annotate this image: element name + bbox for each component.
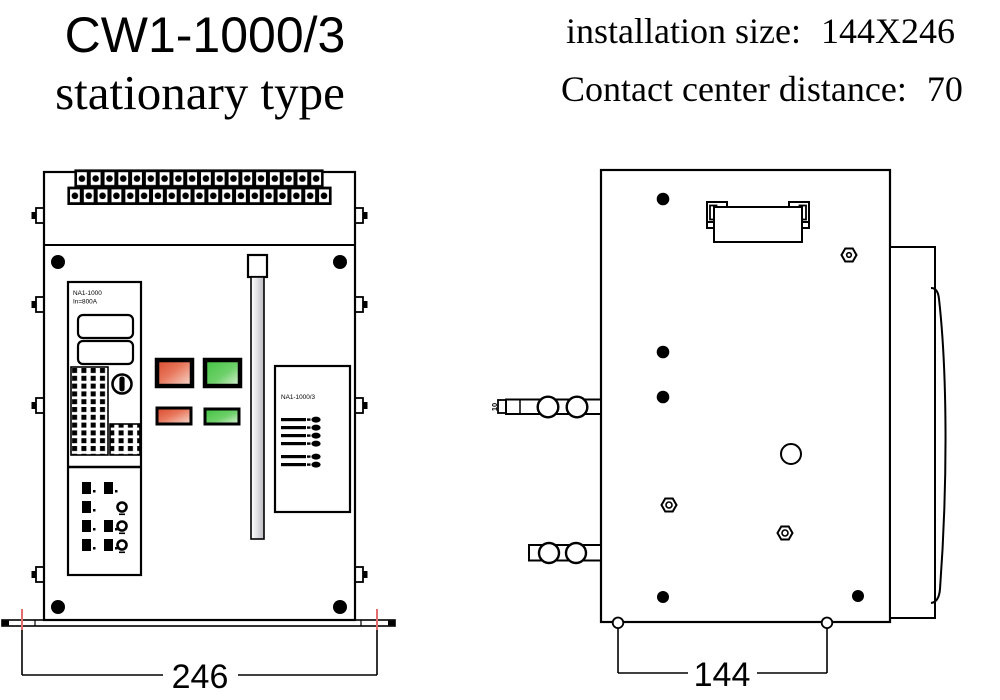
rating-text-row [281, 453, 321, 460]
inspection-hole [780, 443, 802, 465]
controller-panel: NA1-1000 In=800A [66, 280, 143, 577]
handle-bar [250, 276, 265, 540]
busbar-hole [564, 541, 588, 565]
dip-switch-grid [70, 366, 109, 456]
charging-handle [246, 253, 269, 540]
handle-cap [246, 253, 269, 279]
model-title: CW1-1000/3 [64, 7, 346, 63]
installation-size-line: installation size: 144X246 [566, 10, 955, 52]
hex-bolt [776, 525, 794, 541]
selector-knob [111, 373, 133, 395]
terminal-strip-upper [74, 169, 324, 188]
contact-distance-value: 70 [926, 69, 963, 109]
type-subtitle: stationary type [55, 65, 345, 120]
mounting-tab [354, 397, 368, 414]
rivet-dot [852, 590, 864, 602]
rating-text-rows [281, 416, 321, 468]
operating-buttons [154, 357, 243, 426]
side-body [599, 168, 892, 624]
display-window [76, 339, 135, 366]
contact-distance-label: Contact center distance: [561, 69, 907, 109]
bottom-mounting-hole [820, 616, 834, 630]
busbar-hole [537, 541, 561, 565]
rating-text-row [281, 416, 321, 423]
corner-screw [51, 600, 65, 614]
side-view-drawing: 10 [490, 168, 947, 694]
rating-plate: NA1-1000/3 [273, 364, 352, 514]
green-button-large [202, 357, 243, 389]
hex-bolt [840, 247, 858, 263]
busbar-hole [565, 395, 589, 419]
hex-bolt [660, 497, 678, 513]
mounting-tab [31, 207, 45, 224]
contact-distance-line: Contact center distance: 70 [561, 68, 963, 110]
busbar-hole [536, 395, 560, 419]
corner-screw [51, 255, 65, 269]
dimension-144-label: 144 [694, 656, 751, 694]
mounting-tab [31, 296, 45, 313]
indicator-jacks [116, 501, 128, 554]
front-view-drawing: NA1-1000 In=800A [1, 169, 396, 696]
front-face-panel [889, 246, 936, 619]
rivet-dot [657, 591, 669, 603]
corner-screw [333, 600, 347, 614]
upper-busbar: 10 [490, 395, 602, 419]
dimension-144: 144 [617, 628, 828, 694]
dimension-246: 246 [21, 630, 378, 696]
mounting-bracket [706, 201, 810, 243]
red-button-large [154, 357, 195, 389]
dip-switch-grid [109, 423, 141, 456]
mounting-tab [31, 397, 45, 414]
rivet-dot [656, 390, 670, 404]
controller-model-label: NA1-1000 [73, 290, 102, 297]
busbar-thickness-label: 10 [490, 403, 499, 411]
terminal-strip-lower [67, 186, 332, 205]
corner-screw [333, 255, 347, 269]
installation-size-value: 144X246 [820, 11, 955, 51]
mounting-tab [31, 566, 45, 583]
red-indicator [155, 406, 193, 426]
lower-busbar [528, 541, 602, 565]
green-indicator [203, 407, 241, 426]
bottom-mounting-hole [611, 616, 625, 630]
mounting-tab [354, 296, 368, 313]
controller-rating-label: In=800A [73, 299, 98, 306]
rivet-dot [656, 192, 670, 206]
mounting-tab [354, 566, 368, 583]
rating-text-row [281, 440, 321, 447]
rating-text-row [281, 424, 321, 431]
installation-size-label: installation size: [566, 11, 801, 51]
rivet-dot [656, 345, 670, 359]
dimension-246-label: 246 [172, 658, 229, 696]
display-window [76, 313, 135, 340]
door-arc [930, 287, 947, 604]
rating-plate-label: NA1-1000/3 [281, 394, 316, 401]
rating-text-row [281, 461, 321, 468]
mounting-tab [354, 207, 368, 224]
rating-text-row [281, 432, 321, 439]
setting-switches [82, 482, 118, 551]
